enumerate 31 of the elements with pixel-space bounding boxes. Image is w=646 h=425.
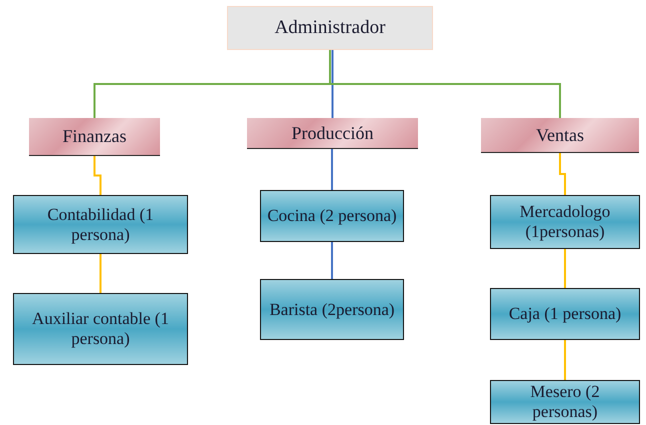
role-label: Administrador <box>274 17 386 39</box>
connector-line <box>564 249 566 288</box>
connector-line <box>564 340 566 380</box>
position-box <box>490 380 640 424</box>
role-label: Finanzas <box>62 126 126 147</box>
position-box <box>260 279 404 340</box>
role-label: Caja (1 persona) <box>508 304 622 324</box>
position-box <box>13 195 188 254</box>
role-label: Producción <box>292 122 374 144</box>
position-box <box>13 293 188 365</box>
connector-line <box>331 242 333 279</box>
connector-line <box>100 254 102 293</box>
position-box <box>490 195 640 249</box>
role-label: Ventas <box>536 124 584 146</box>
director-box <box>227 6 433 50</box>
connector-line <box>94 156 102 195</box>
department-box <box>247 118 418 149</box>
connector-line <box>329 50 561 118</box>
role-label: Mercadologo (1personas) <box>518 202 612 242</box>
connector-line <box>331 149 333 190</box>
department-box <box>481 118 639 153</box>
role-label: Auxiliar contable (1 persona) <box>31 309 170 349</box>
connector-line <box>332 50 334 118</box>
role-label: Cocina (2 persona) <box>267 206 397 226</box>
connector-line <box>559 153 566 195</box>
role-label: Contabilidad (1 persona) <box>46 204 155 244</box>
position-box <box>490 288 640 340</box>
position-box <box>260 190 404 242</box>
department-box <box>29 118 160 156</box>
role-label: Mesero (2 personas) <box>529 382 601 422</box>
role-label: Barista (2persona) <box>269 300 395 320</box>
